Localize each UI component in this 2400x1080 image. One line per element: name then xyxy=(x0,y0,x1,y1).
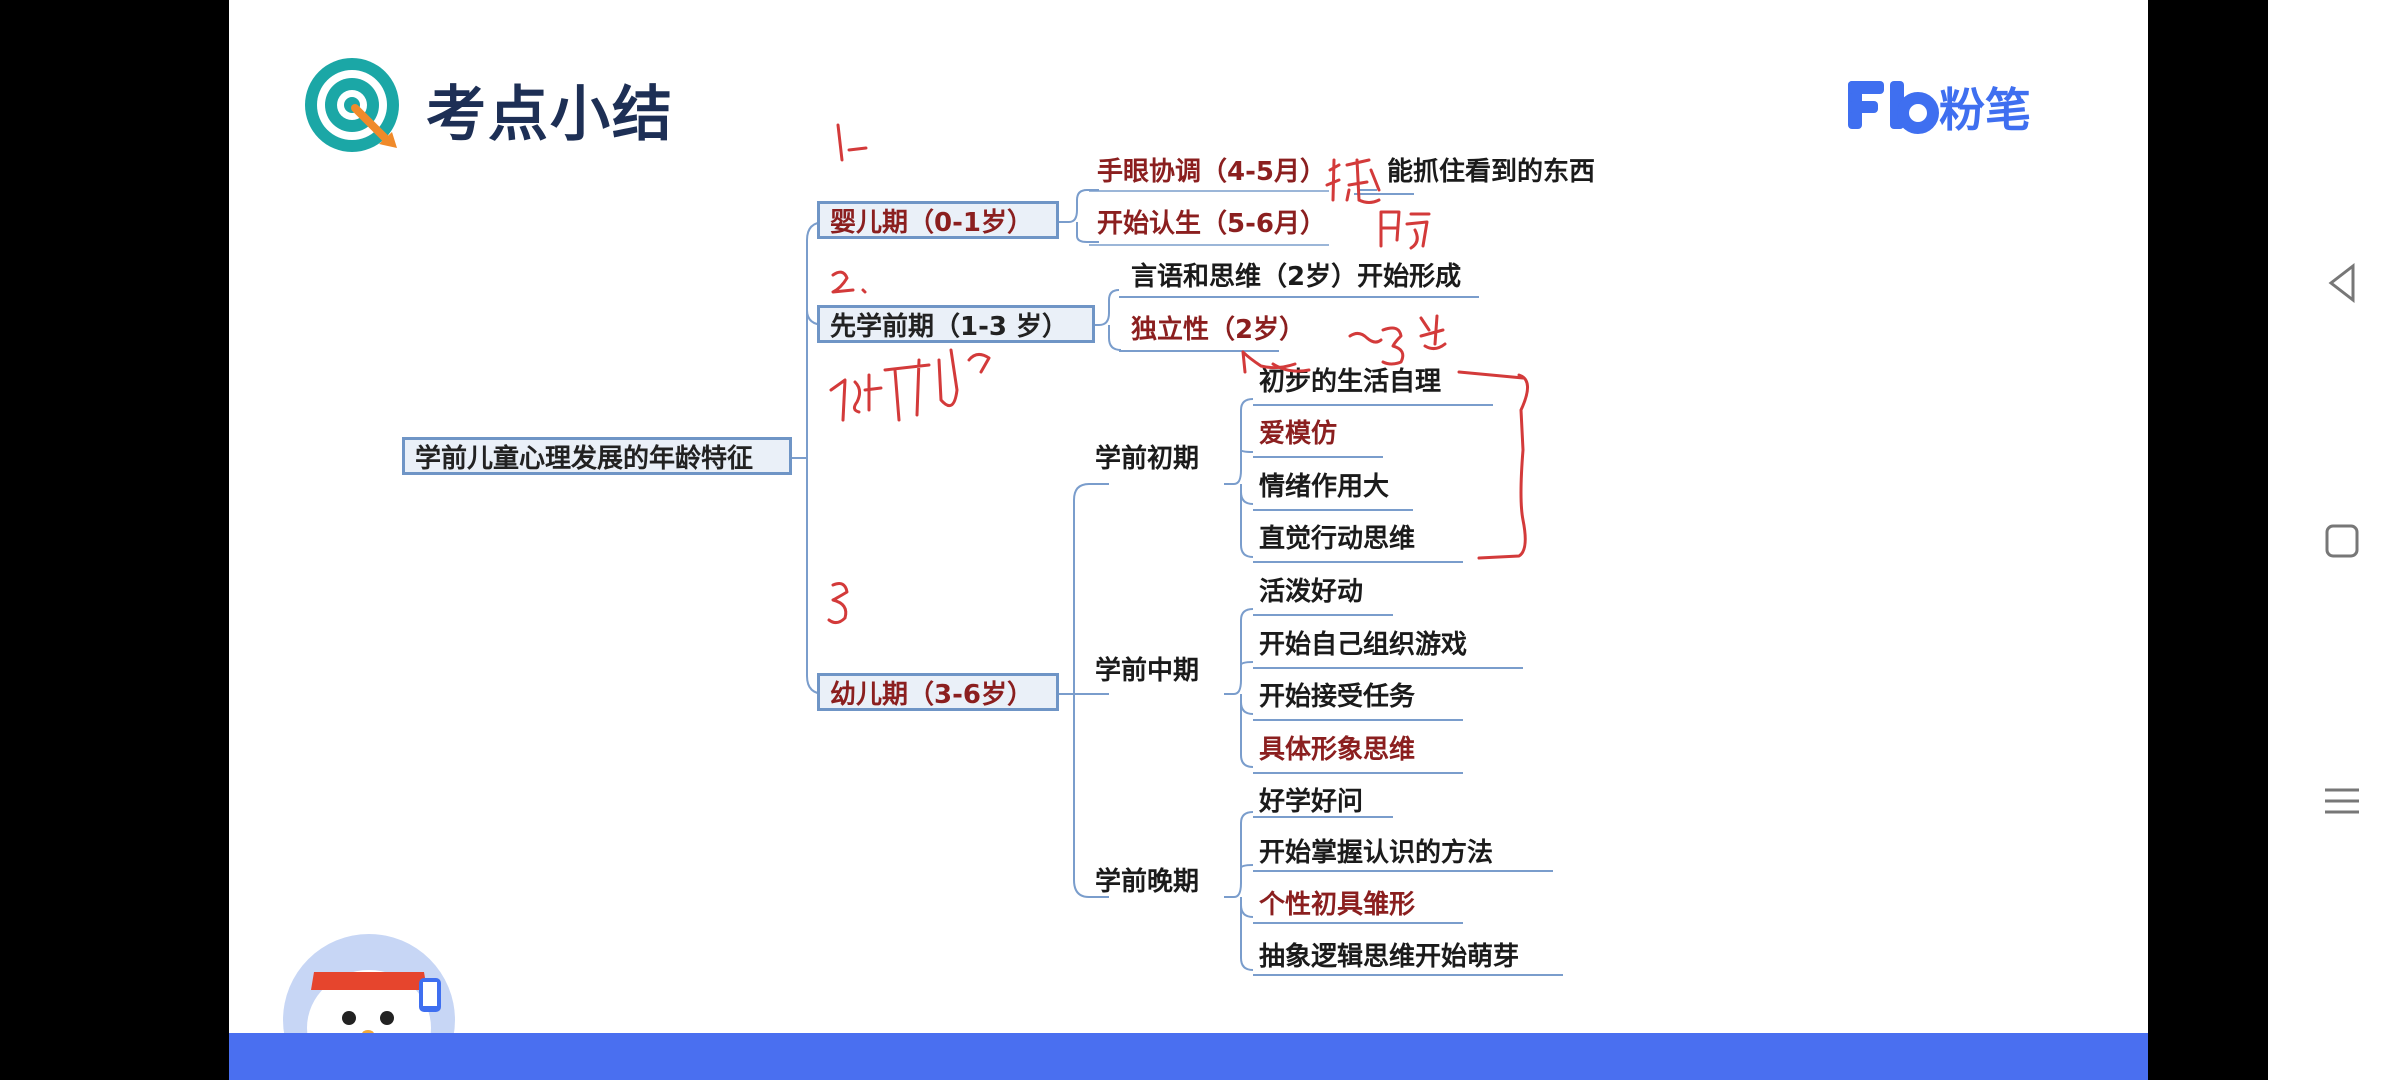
fenbi-logo-icon xyxy=(1848,81,1939,134)
early-underline-4 xyxy=(1253,561,1463,563)
infant-item-hand-eye: 手眼协调（4-5月） xyxy=(1097,157,1326,187)
substage-middle: 学前中期 xyxy=(1095,656,1200,686)
slide: 考点小结 粉笔 xyxy=(229,0,2148,1080)
slide-bottom-bar xyxy=(229,1033,2148,1080)
late-underline-4 xyxy=(1253,974,1563,976)
early-item-3: 情绪作用大 xyxy=(1259,472,1390,502)
home-icon[interactable] xyxy=(2317,516,2367,566)
late-item-3: 个性初具雏形 xyxy=(1259,890,1416,920)
early-underline-1 xyxy=(1253,404,1493,406)
middle-underline-1 xyxy=(1253,614,1393,616)
toddler-underline-1 xyxy=(1119,296,1479,298)
nav-buttons xyxy=(2268,0,2400,1080)
substage-early: 学前初期 xyxy=(1095,444,1200,474)
middle-item-2: 开始自己组织游戏 xyxy=(1259,630,1468,660)
early-item-4: 直觉行动思维 xyxy=(1259,524,1416,554)
back-icon[interactable] xyxy=(2317,258,2367,308)
stage-toddler: 先学前期（1-3 岁） xyxy=(817,305,1095,343)
mindmap-root: 学前儿童心理发展的年龄特征 xyxy=(402,437,792,475)
middle-item-4: 具体形象思维 xyxy=(1259,735,1416,765)
stage-infant: 婴儿期（0-1岁） xyxy=(817,201,1059,239)
page-title: 考点小结 xyxy=(426,80,674,150)
early-underline-3 xyxy=(1253,509,1413,511)
toddler-item-independence: 独立性（2岁） xyxy=(1131,315,1306,345)
brand-name: 粉笔 xyxy=(1939,83,2031,137)
detail-underline xyxy=(1354,193,1414,195)
toddler-underline-2 xyxy=(1119,350,1279,352)
late-underline-2 xyxy=(1253,870,1553,872)
toddler-item-language: 言语和思维（2岁）开始形成 xyxy=(1131,262,1462,292)
middle-item-3: 开始接受任务 xyxy=(1259,682,1416,712)
menu-icon[interactable] xyxy=(2317,776,2367,826)
stage-preschool: 幼儿期（3-6岁） xyxy=(817,673,1059,711)
handwriting-annotations xyxy=(827,123,1529,625)
substage-late: 学前晚期 xyxy=(1095,867,1200,897)
early-item-2: 爱模仿 xyxy=(1259,419,1338,449)
early-underline-2 xyxy=(1253,456,1383,458)
late-item-4: 抽象逻辑思维开始萌芽 xyxy=(1259,942,1520,972)
middle-underline-4 xyxy=(1253,772,1463,774)
early-item-1: 初步的生活自理 xyxy=(1259,367,1442,397)
target-logo-icon xyxy=(305,58,399,152)
late-underline-3 xyxy=(1253,922,1463,924)
nav-panel xyxy=(2268,0,2400,1080)
late-item-2: 开始掌握认识的方法 xyxy=(1259,838,1494,868)
middle-item-1: 活泼好动 xyxy=(1259,577,1364,607)
late-item-1: 好学好问 xyxy=(1259,787,1364,817)
substage-connectors xyxy=(1224,398,1254,971)
infant-item-detail: 能抓住看到的东西 xyxy=(1387,157,1596,187)
late-underline-1 xyxy=(1253,816,1393,818)
middle-underline-3 xyxy=(1253,719,1463,721)
middle-underline-2 xyxy=(1253,667,1523,669)
infant-item-stranger: 开始认生（5-6月） xyxy=(1097,209,1326,239)
